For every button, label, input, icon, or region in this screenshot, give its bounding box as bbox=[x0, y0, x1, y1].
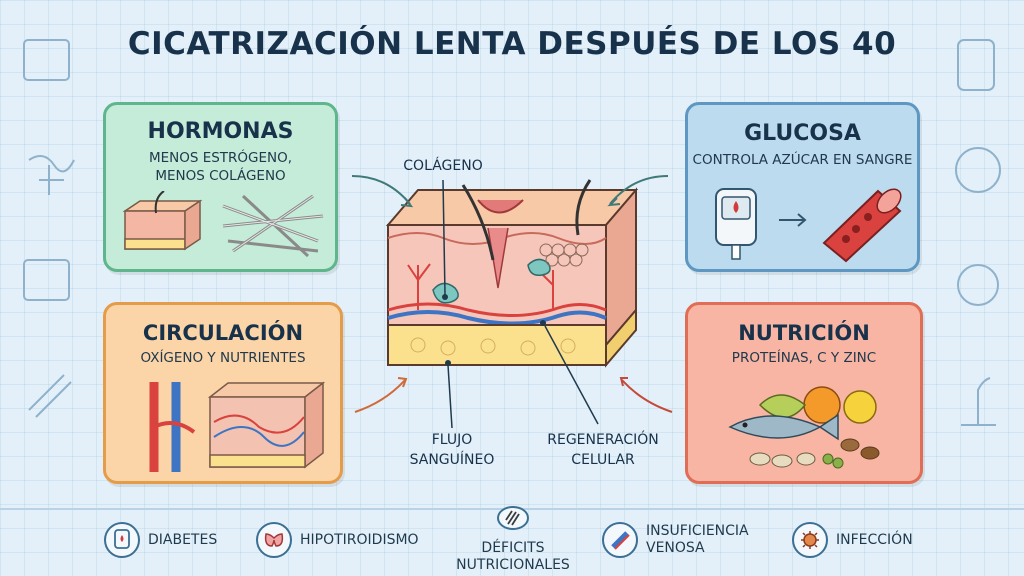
food-group-icon bbox=[728, 386, 880, 469]
bacteria-icon bbox=[792, 522, 828, 558]
card-hormonas-line2: MENOS COLÁGENO bbox=[155, 168, 286, 184]
lemon-icon bbox=[843, 390, 877, 424]
condition-hipotiroidismo-label: HIPOTIROIDISMO bbox=[300, 531, 419, 548]
left-side-decorations bbox=[23, 39, 75, 418]
card-hormonas: HORMONAS MENOS ESTRÓGENO, MENOS COLÁGENO bbox=[103, 102, 338, 272]
condition-deficits-line1: DÉFICITS bbox=[481, 540, 545, 556]
card-hormonas-title: HORMONAS bbox=[147, 119, 294, 144]
arrow-right-icon bbox=[779, 213, 807, 227]
arrow-hormonas bbox=[351, 175, 411, 205]
leader-regen bbox=[544, 325, 599, 425]
blood-vessel-icon bbox=[822, 188, 902, 263]
refresh-deco-icon bbox=[957, 264, 999, 306]
right-side-decorations bbox=[955, 39, 1001, 426]
bottom-conditions-bar: DIABETES HIPOTIROIDISMO DÉFICITS NUTRICI… bbox=[0, 500, 1024, 576]
card-glucosa-title: GLUCOSA bbox=[744, 121, 861, 146]
cell-deco-icon bbox=[955, 147, 1001, 193]
condition-insuficiencia-line2: VENOSA bbox=[646, 540, 705, 556]
collagen-fibers-icon bbox=[222, 194, 324, 258]
hair-deco-icon bbox=[961, 377, 996, 426]
fish-icon bbox=[728, 413, 839, 441]
peas-icon bbox=[822, 453, 834, 465]
artery-vein-icon bbox=[149, 382, 196, 472]
card-nutricion-line1: PROTEÍNAS, C Y ZINC bbox=[731, 350, 877, 366]
artery-path bbox=[387, 302, 607, 317]
skin-cross-section-diagram bbox=[385, 179, 639, 368]
arrow-circulacion bbox=[354, 379, 406, 413]
skin-vessels-block-icon bbox=[207, 381, 326, 469]
leader-flujo bbox=[447, 364, 453, 429]
card-nutricion: NUTRICIÓN PROTEÍNAS, C Y ZINC bbox=[685, 302, 923, 484]
regenerating-cell bbox=[527, 258, 551, 277]
vein-icon bbox=[602, 522, 638, 558]
condition-infeccion-label: INFECCIÓN bbox=[836, 531, 913, 548]
scratch-icon bbox=[497, 506, 529, 530]
skin-layer-icon bbox=[23, 39, 70, 81]
card-glucosa: GLUCOSA CONTROLA AZÚCAR EN SANGRE bbox=[685, 102, 920, 272]
beans-icon bbox=[749, 452, 771, 466]
arrow-glucosa bbox=[609, 175, 669, 205]
condition-insuficiencia: INSUFICIENCIA VENOSA bbox=[602, 520, 749, 560]
condition-hipotiroidismo: HIPOTIROIDISMO bbox=[256, 520, 419, 560]
page-title: CICATRIZACIÓN LENTA DESPUÉS DE LOS 40 bbox=[127, 26, 897, 62]
skin-block-icon bbox=[23, 259, 70, 301]
card-nutricion-title: NUTRICIÓN bbox=[738, 321, 870, 345]
arrow-nutricion bbox=[621, 379, 673, 413]
glucometer-deco-icon bbox=[957, 39, 995, 91]
card-circulacion-title: CIRCULACIÓN bbox=[142, 321, 304, 345]
condition-deficits: DÉFICITS NUTRICIONALES bbox=[448, 506, 578, 573]
glucometer-icon bbox=[104, 522, 140, 558]
vein-branch-icon bbox=[28, 155, 75, 195]
condition-infeccion: INFECCIÓN bbox=[792, 520, 913, 560]
label-regen-2: CELULAR bbox=[571, 452, 635, 468]
card-hormonas-line1: MENOS ESTRÓGENO, bbox=[148, 150, 293, 166]
label-regen-1: REGENERACIÓN bbox=[547, 432, 659, 448]
leader-colageno bbox=[442, 179, 446, 296]
condition-diabetes-label: DIABETES bbox=[148, 531, 218, 548]
card-circulacion: CIRCULACIÓN OXÍGENO Y NUTRIENTES bbox=[103, 302, 343, 484]
leafy-greens-icon bbox=[758, 394, 807, 419]
thyroid-icon bbox=[256, 522, 292, 558]
label-colageno: COLÁGENO bbox=[403, 158, 483, 174]
vein-path bbox=[387, 310, 607, 326]
condition-insuficiencia-line1: INSUFICIENCIA bbox=[646, 523, 749, 539]
nut-icon bbox=[840, 438, 860, 452]
label-flujo-1: FLUJO bbox=[431, 432, 473, 448]
condition-diabetes: DIABETES bbox=[104, 520, 217, 560]
card-circulacion-line1: OXÍGENO Y NUTRIENTES bbox=[140, 350, 306, 366]
card-glucosa-line1: CONTROLA AZÚCAR EN SANGRE bbox=[692, 152, 913, 168]
condition-deficits-line2: NUTRICIONALES bbox=[456, 557, 570, 573]
skin-block-icon bbox=[122, 191, 203, 251]
bandage-icon bbox=[28, 374, 72, 418]
glucometer-icon bbox=[715, 188, 757, 260]
label-flujo-2: SANGUÍNEO bbox=[409, 452, 495, 468]
